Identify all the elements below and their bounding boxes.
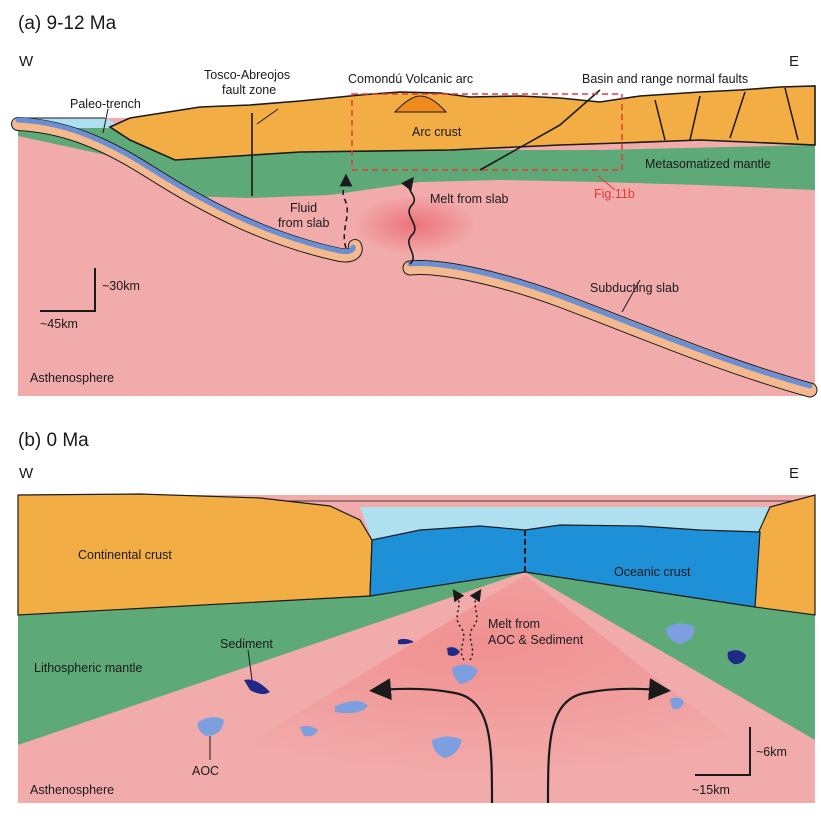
fig-11b-box [351,93,623,171]
panel-a-asthenosphere-label: Asthenosphere [30,371,114,385]
panel-a-scale-vertical: ~30km [102,279,140,293]
sediment-blob-2 [398,638,414,645]
panel-b-west: W [19,465,34,482]
sediment-label: Sediment [220,637,273,651]
convection-arrow-left [369,678,494,804]
metasomatized-mantle [18,128,815,198]
melt-arrow [401,176,416,265]
panel-b-scale-vertical: ~6km [756,745,787,759]
aoc-blob-7 [666,623,695,644]
volcano-icon [393,95,448,113]
panel-a-west: W [19,53,34,70]
fig-ref-label: Fig.11b [594,187,635,201]
panel-b-title: (b) 0 Ma [18,430,89,451]
sediment-blob-1 [244,679,270,695]
panel-b-scale-horizontal: ~15km [692,783,730,797]
panel-a-scale-bar [40,268,96,312]
panel-b: (b) 0 Ma W E [17,430,816,804]
sediment-blob-4 [727,650,746,665]
aoc-blob-4 [432,736,462,758]
melt-label: Melt from slab [430,192,509,206]
convection-arrow-right [546,678,671,804]
panel-a-title: (a) 9-12 Ma [18,13,117,34]
melt-arrow-left [452,589,465,661]
aoc-blob-5 [452,664,478,684]
aoc-blob-2 [197,716,224,736]
panel-a: (a) 9-12 Ma W E [11,13,818,398]
paleo-trench-label: Paleo-trench [70,97,141,111]
oceanic-crust-label: Oceanic crust [614,565,691,579]
normal-fault-4 [784,87,799,141]
subducting-slab-leader [621,279,641,313]
melt-label-b-2: AOC & Sediment [488,633,584,647]
arc-fault-line [479,89,601,171]
panel-a-scale-horizontal: ~45km [40,317,78,331]
volcanic-arc-label: Comondú Volcanic arc [348,72,473,86]
aoc-blob-6 [670,697,684,710]
panel-b-asthenosphere-label: Asthenosphere [30,783,114,797]
melt-arrow-right [469,589,482,661]
panel-b-scale-bar [695,727,751,776]
oceanic-crust [369,524,761,608]
lower-slab-oceanic-layer [407,261,813,389]
sediment-blob-3 [447,647,460,656]
fluid-arrow [339,173,353,249]
continental-crust-left [17,493,373,616]
arc-crust [108,85,816,161]
aoc-blob-3 [300,726,318,737]
normal-faults-label: Basin and range normal faults [582,72,748,86]
fluid-label-2: from slab [278,216,329,230]
fault-zone-leader [256,108,279,125]
upper-slab-oceanic-layer [15,117,356,255]
metasomatized-mantle-label: Metasomatized mantle [645,157,771,171]
melt-label-b-1: Melt from [488,617,540,631]
lithospheric-mantle-right [525,572,815,740]
fault-zone-label-2: fault zone [222,83,276,97]
arc-crust-label: Arc crust [412,125,462,139]
paleo-trench-leader [102,108,109,134]
normal-fault-3 [729,91,746,139]
rift-melt-zone [150,575,815,803]
normal-fault-2 [689,95,701,141]
continental-crust-label: Continental crust [78,548,172,562]
fig-ref-leader [597,175,616,191]
normal-fault-1 [654,99,666,141]
fault-zone-label-1: Tosco-Abreojos [204,68,290,82]
aoc-blob-1 [335,701,368,714]
panel-b-east: E [789,465,799,482]
panel-a-east: E [789,53,799,70]
aoc-label: AOC [192,764,219,778]
subducting-slab-label: Subducting slab [590,281,679,295]
sediment-leader [247,649,253,681]
lithospheric-mantle-left [18,572,525,745]
fluid-label-1: Fluid [290,201,317,215]
lithospheric-mantle-label: Lithospheric mantle [34,661,142,675]
